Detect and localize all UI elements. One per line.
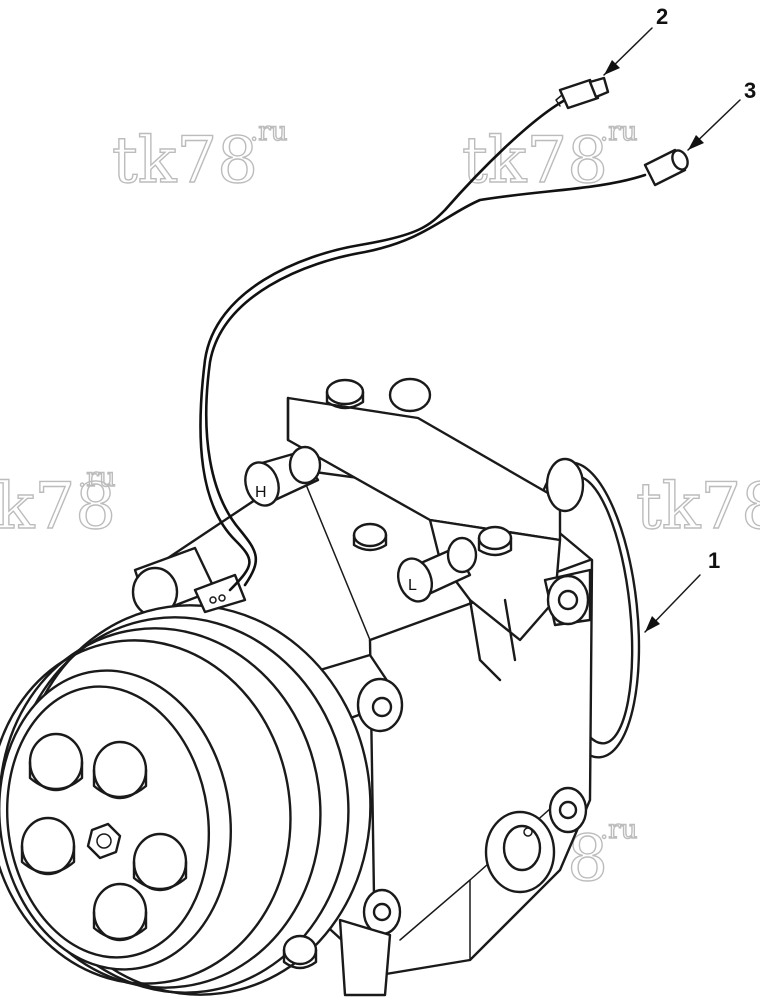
lower-nut [282,934,318,970]
stud-right [132,832,188,892]
watermark-mid-right: tk78 [635,469,760,544]
watermark-mid-left: tk78 .ru [0,462,117,544]
svg-text:.ru: .ru [600,117,637,147]
stud-top-left [28,732,84,792]
body-nut [352,522,388,552]
svg-text:.ru: .ru [78,463,115,493]
stud-bottom [92,882,148,942]
wiring-harness [199,98,647,592]
svg-text:tk78: tk78 [0,470,116,544]
low-valve-label: L [408,577,417,594]
stud-left [20,816,76,876]
svg-text:tk78: tk78 [112,124,258,198]
mounting-ear-lower-right [548,786,588,834]
watermark-top-left: tk78 .ru [111,116,288,198]
callout-3: 3 [687,78,756,151]
clutch-studs [20,732,188,942]
callout-1-label: 1 [708,548,720,573]
svg-text:.ru: .ru [250,117,287,147]
svg-text:.ru: .ru [600,815,637,845]
watermark-top-right: tk78 .ru [461,116,638,198]
stud-top-right [92,740,148,800]
sensor-terminal [643,148,689,187]
callout-2-label: 2 [656,4,668,29]
high-pressure-valve: H [244,445,322,507]
callout-3-label: 3 [744,78,756,103]
high-valve-label: H [255,484,267,501]
drain-port [484,810,556,894]
svg-text:tk78: tk78 [636,470,760,544]
mounting-ear-upper-left [131,546,217,618]
low-pressure-valve: L [396,536,478,603]
clutch-connector [555,76,610,110]
callout-1: 1 [644,548,720,633]
mounting-ear-bottom [338,888,402,997]
callout-2: 2 [603,4,668,76]
center-nut [86,822,122,860]
svg-text:tk78: tk78 [462,124,608,198]
mounting-ear-right [543,568,592,627]
wire-clip [193,573,247,614]
